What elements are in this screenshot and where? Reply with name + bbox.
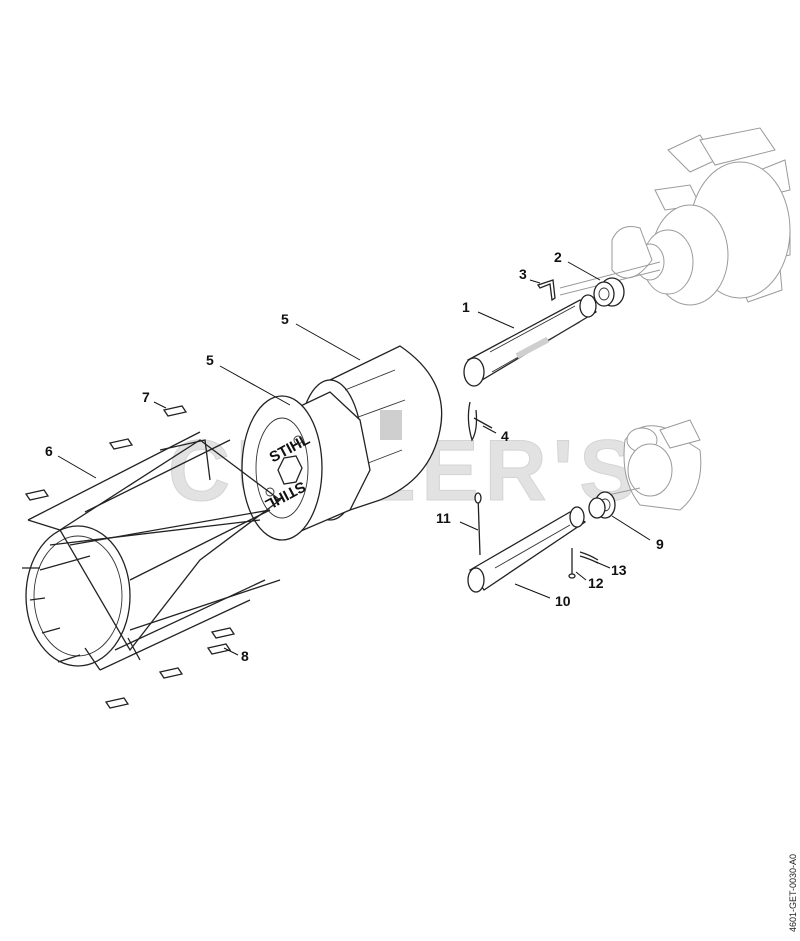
part-12-bolt	[568, 548, 576, 579]
callout-8: 8	[241, 648, 249, 664]
callout-12: 12	[588, 575, 604, 591]
part-4-hairpin	[467, 401, 493, 442]
callout-5-upper: 5	[281, 311, 289, 327]
part-3-hex-key	[536, 279, 556, 302]
leader-lines	[57, 261, 651, 656]
callout-11: 11	[436, 510, 451, 526]
part-10-shaft	[467, 506, 587, 593]
callout-4: 4	[501, 428, 509, 444]
part-9-collar	[588, 491, 616, 519]
part-5-drum-front: STIHL STIHL	[241, 391, 371, 541]
callout-1: 1	[462, 299, 470, 315]
part-2-bushing	[593, 277, 625, 307]
ghost-gearbox	[607, 419, 702, 511]
document-reference: 4601-GET-0030-A0	[788, 854, 798, 932]
callout-6: 6	[45, 443, 53, 459]
part-8-keys	[104, 627, 236, 709]
callout-5-lower: 5	[206, 352, 214, 368]
callout-13: 13	[611, 562, 627, 578]
callout-2: 2	[554, 249, 562, 265]
callout-labels: 1 2 3 4 5 5 6 7 8 9 10 11 12 13	[45, 249, 664, 664]
part-6-tine-cage	[22, 431, 282, 671]
ghost-tine-assembly-upper	[559, 127, 791, 306]
part-7-keys	[24, 405, 188, 501]
callout-10: 10	[555, 593, 571, 609]
callout-7: 7	[142, 389, 150, 405]
callout-9: 9	[656, 536, 664, 552]
part-13-clip	[579, 551, 599, 564]
callout-3: 3	[519, 266, 527, 282]
part-1-shaft	[463, 294, 598, 387]
part-11-pin	[474, 492, 482, 556]
